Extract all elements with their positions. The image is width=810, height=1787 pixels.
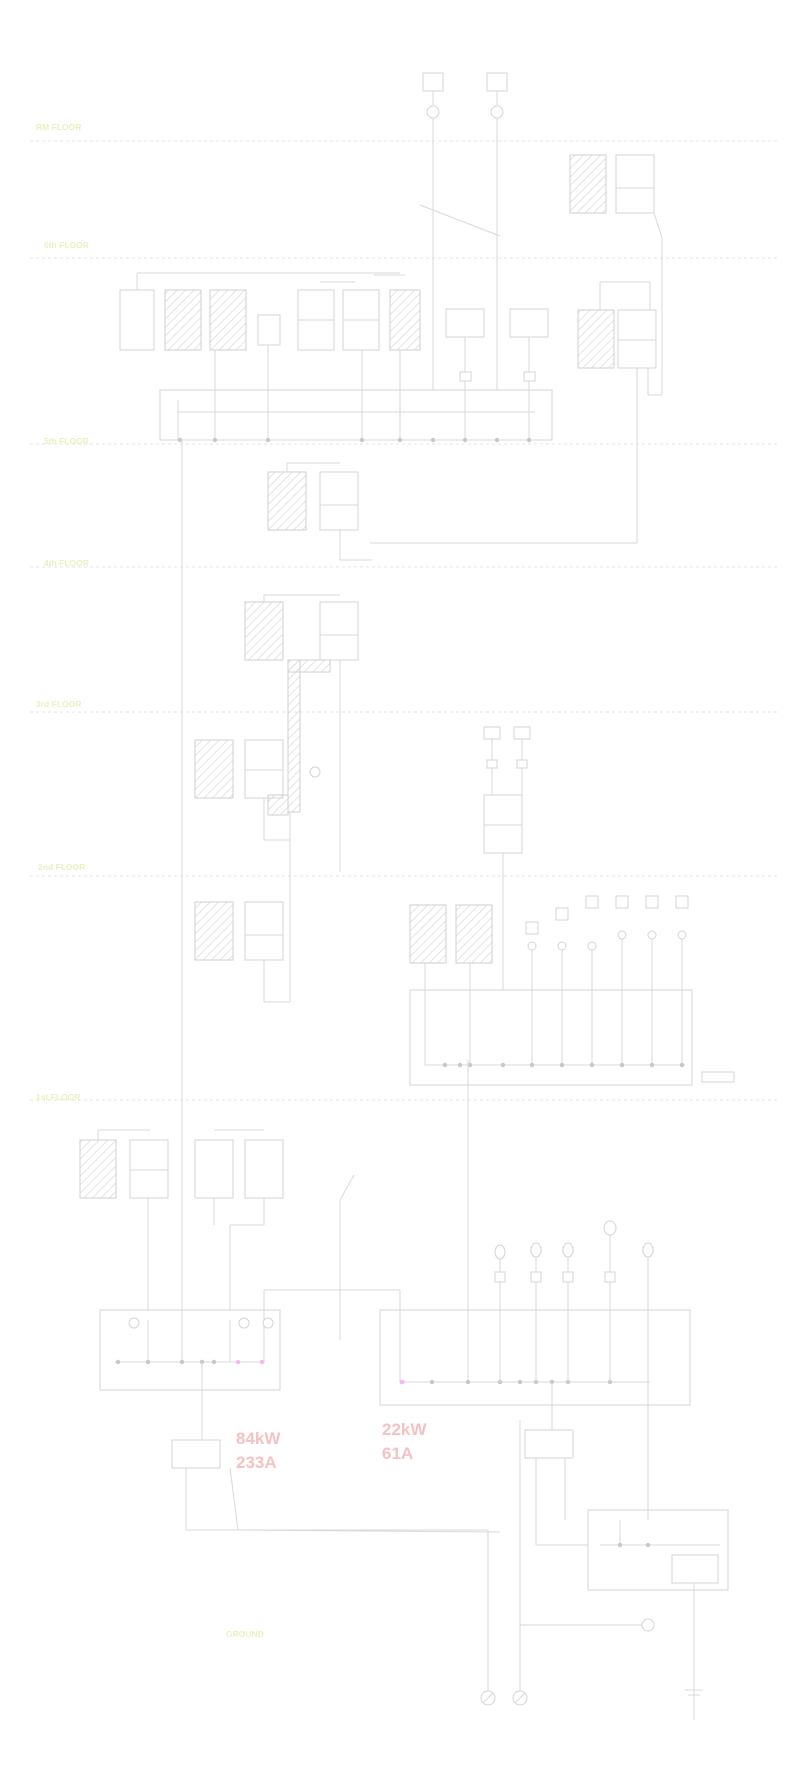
- load-b-amps: 61A: [382, 1444, 413, 1463]
- floor-label-ground: GROUND: [226, 1629, 264, 1639]
- transfer-and-ground: [171, 1320, 729, 1720]
- floor-labels: RM FLOOR 6th FLOOR 5th FLOOR 4th FLOOR 3…: [36, 122, 264, 1639]
- upper-floor-panels: [244, 462, 637, 872]
- floor-label-4: 4th FLOOR: [44, 558, 89, 568]
- load-a-kw: 84kW: [236, 1429, 281, 1448]
- first-floor-panels: [79, 440, 691, 1406]
- rooftop-equipment: [419, 72, 663, 405]
- floor-label-3: 3rd FLOOR: [36, 699, 81, 709]
- sixth-floor-equipment: [119, 238, 663, 543]
- floor-label-2: 2nd FLOOR: [38, 862, 85, 872]
- load-totals: 84kW 233A 22kW 61A: [236, 1420, 427, 1472]
- second-floor-panels: [194, 812, 735, 1086]
- load-a-amps: 233A: [236, 1453, 277, 1472]
- floor-label-1: 1st FLOOR: [36, 1092, 80, 1102]
- floor-label-6: 6th FLOOR: [44, 240, 89, 250]
- floor-label-5: 5th FLOOR: [44, 436, 89, 446]
- floor-dividers: [30, 140, 780, 1101]
- load-b-kw: 22kW: [382, 1420, 427, 1439]
- third-floor-panels: [194, 726, 531, 1060]
- floor-label-rooftop: RM FLOOR: [36, 122, 81, 132]
